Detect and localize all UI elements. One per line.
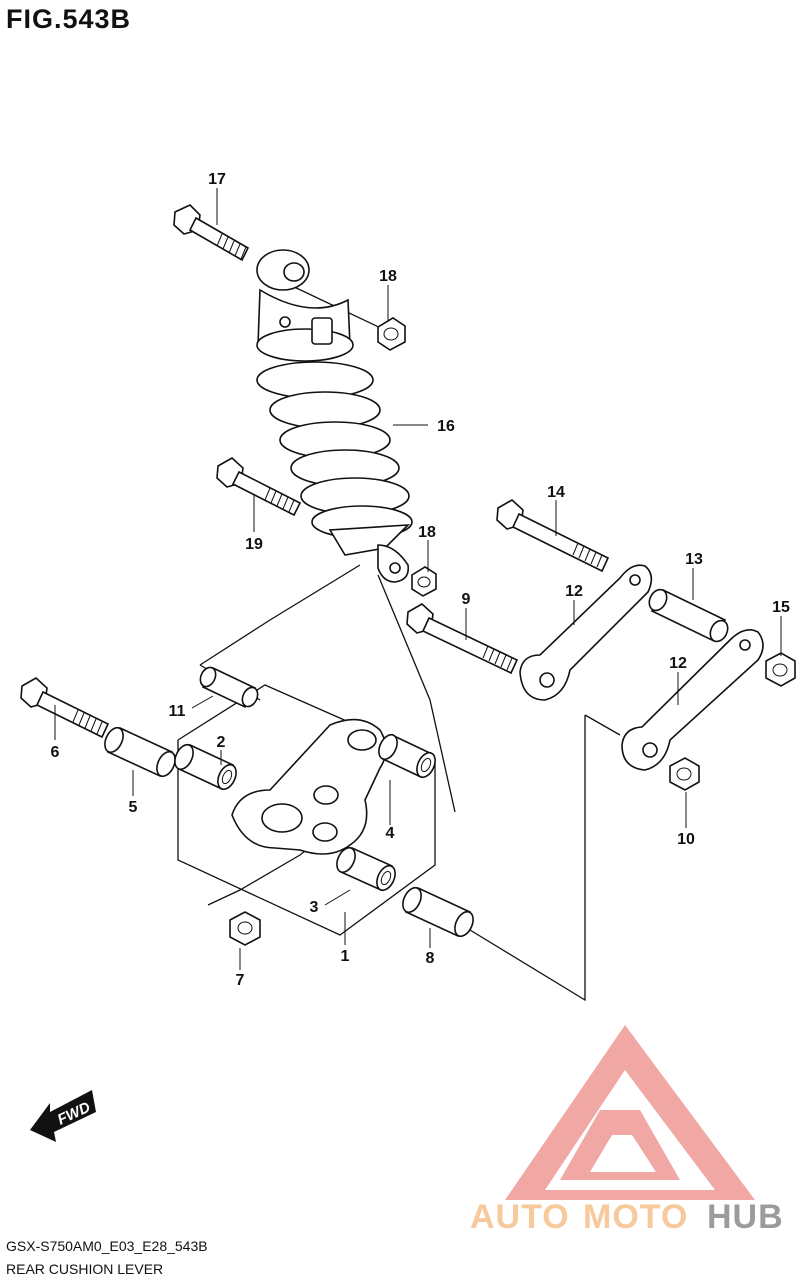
bearing-2: [174, 743, 237, 791]
callout-11: 11: [169, 703, 186, 720]
nut-10: [669, 757, 700, 791]
bolt-19: [216, 457, 302, 517]
watermark-logo: AUTO MOTO HUB: [470, 1025, 784, 1236]
callout-9: 9: [462, 591, 471, 608]
callout-labels: 17 18 16 19 14 18 9 12 13 15 12 11 2 6 5…: [51, 171, 790, 989]
callout-8: 8: [426, 950, 435, 967]
bolt-9: [406, 603, 519, 675]
callout-1: 1: [341, 948, 350, 965]
nut-7: [229, 911, 261, 946]
bolt-17: [173, 204, 250, 262]
bearing-4: [378, 733, 436, 779]
callout-13: 13: [685, 551, 703, 568]
model-code: GSX-S750AM0_E03_E28_543B: [6, 1238, 208, 1254]
callout-18-upper: 18: [379, 268, 397, 285]
callout-4: 4: [386, 825, 395, 842]
callout-12-upper: 12: [565, 583, 583, 600]
spacer-8: [402, 886, 474, 938]
spacer-13: [648, 588, 729, 643]
nut-18-lower: [411, 566, 437, 597]
cushion-lever-1: [231, 718, 387, 855]
rear-shock-absorber: [256, 249, 413, 583]
callout-3: 3: [310, 899, 319, 916]
figure-title: FIG.543B: [6, 4, 132, 34]
callout-12-lower: 12: [669, 655, 687, 672]
spacer-5: [104, 726, 176, 778]
watermark-text-hub: HUB: [707, 1198, 784, 1236]
nut-15: [765, 652, 796, 687]
bolt-14: [496, 499, 610, 573]
figure-caption: REAR CUSHION LEVER: [6, 1261, 164, 1277]
nut-18-upper: [377, 317, 406, 351]
cushion-rod-12-lower: [621, 629, 764, 771]
callout-2: 2: [217, 734, 226, 751]
bolt-6: [20, 677, 110, 739]
fwd-arrow-icon: FWD: [30, 1090, 96, 1142]
watermark-text-moto: MOTO: [583, 1198, 688, 1236]
cushion-rod-12-upper: [519, 564, 653, 701]
spacer-11: [199, 666, 259, 709]
callout-14: 14: [547, 484, 565, 501]
watermark-text-auto: AUTO: [470, 1198, 570, 1236]
leader-lines: [54, 188, 782, 970]
callout-15: 15: [772, 599, 790, 616]
callout-7: 7: [236, 972, 245, 989]
callout-17: 17: [208, 171, 226, 188]
callout-19: 19: [245, 536, 263, 553]
callout-18-lower: 18: [418, 524, 436, 541]
callout-5: 5: [129, 799, 138, 816]
bearing-3: [336, 846, 396, 892]
callout-6: 6: [51, 744, 60, 761]
callout-10: 10: [677, 831, 695, 848]
callout-16: 16: [437, 418, 455, 435]
